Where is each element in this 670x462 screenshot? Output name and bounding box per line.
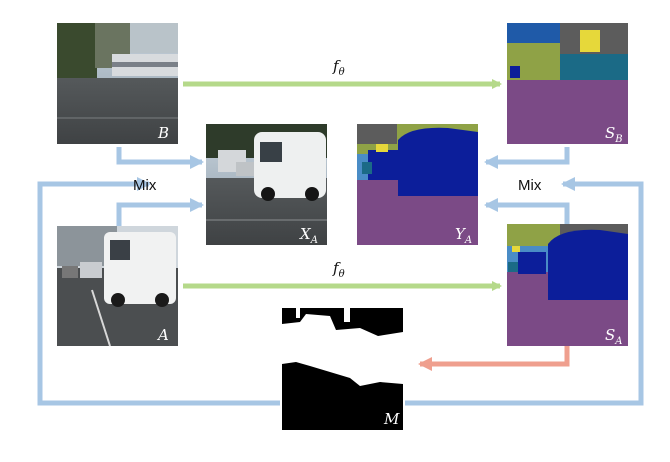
image-x-a: XA <box>206 124 327 246</box>
sa-to-ya-arrow <box>484 198 570 224</box>
a-to-xa-arrow <box>116 198 204 226</box>
image-s-b-label: SB <box>605 124 623 145</box>
image-b: B <box>57 23 178 144</box>
sb-to-ya-arrow <box>484 147 570 169</box>
sa-to-mask-arrow <box>418 345 570 371</box>
mask-to-left-mix-arrow <box>37 177 280 406</box>
b-to-xa-arrow <box>116 147 204 169</box>
image-mask-m: M <box>282 308 403 430</box>
image-s-a-label: SA <box>605 326 623 347</box>
image-s-b: SB <box>507 23 628 145</box>
image-b-label: B <box>157 124 169 142</box>
f-theta-bottom-label: fθ <box>332 259 345 280</box>
image-s-a: SA <box>507 224 628 347</box>
mask-to-right-mix-arrow <box>405 177 644 406</box>
image-a-label: A <box>156 326 169 344</box>
mix-right-label: Mix <box>518 177 542 194</box>
image-x-a-label: XA <box>299 225 318 246</box>
image-mask-m-label: M <box>383 410 400 428</box>
image-a: A <box>57 226 178 347</box>
image-y-a: YA <box>357 124 478 246</box>
f-theta-top-label: fθ <box>332 57 345 78</box>
image-y-a-label: YA <box>455 225 472 246</box>
mix-left-label: Mix <box>133 177 157 194</box>
